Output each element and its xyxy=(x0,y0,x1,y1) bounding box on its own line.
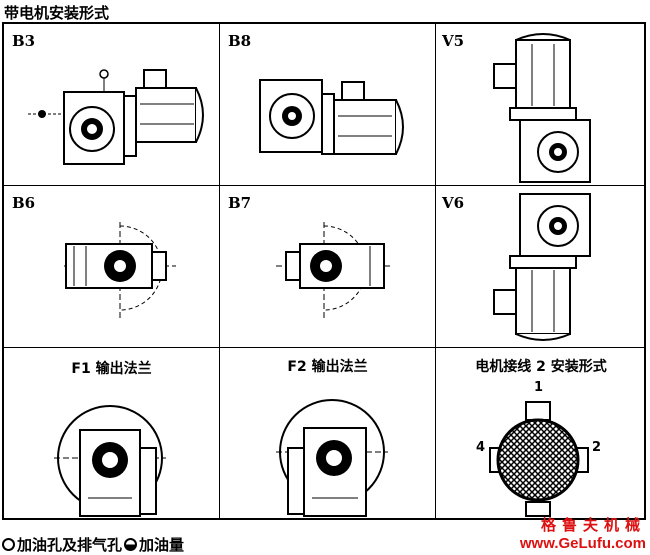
legend-oil-level-text: 加油量 xyxy=(139,536,185,554)
cell-label: F2 输出法兰 xyxy=(287,359,368,375)
gearmotor-v6-drawing xyxy=(493,193,591,341)
cell-label: V5 xyxy=(442,32,465,50)
grid-divider xyxy=(4,185,644,186)
gearmotor-v5-drawing xyxy=(493,33,591,183)
position-2-label: 2 xyxy=(592,440,602,455)
cell-b7: B7 xyxy=(220,186,435,347)
motor-end-view-drawing xyxy=(489,401,589,517)
cell-wiring-positions: 电机接线 2 安装形式 1 2 3 4 xyxy=(436,348,646,520)
gearmotor-b8-drawing xyxy=(259,79,404,155)
cell-label: B8 xyxy=(228,32,252,50)
cell-label: B6 xyxy=(12,194,36,212)
cell-label: B3 xyxy=(12,32,36,50)
cell-b8: B8 xyxy=(220,24,435,185)
legend: 加油孔及排气孔 加油量 xyxy=(2,534,184,555)
grid-divider xyxy=(4,347,644,348)
cell-f2: F2 输出法兰 xyxy=(220,348,435,520)
cell-label: V6 xyxy=(442,194,465,212)
cell-label: B7 xyxy=(228,194,252,212)
grid-divider xyxy=(435,24,436,518)
oil-level-icon xyxy=(124,538,138,551)
gearmotor-f1-drawing xyxy=(54,405,166,517)
page-title: 带电机安装形式 xyxy=(4,4,110,22)
position-4-label: 4 xyxy=(476,440,486,455)
legend-oil-fill-text: 加油孔及排气孔 xyxy=(17,536,123,554)
mounting-grid: B3 B8 xyxy=(2,22,646,520)
gearmotor-b7-drawing xyxy=(276,222,390,320)
cell-b6: B6 xyxy=(4,186,219,347)
oil-fill-hole-icon xyxy=(2,538,15,551)
cell-v6: V6 xyxy=(436,186,646,347)
gearmotor-b6-drawing xyxy=(64,222,176,320)
watermark: 格鲁夫机械 www.GeLufu.com xyxy=(520,514,646,552)
cell-v5: V5 xyxy=(436,24,646,185)
watermark-url: www.GeLufu.com xyxy=(519,535,646,552)
cell-label: F1 输出法兰 xyxy=(71,361,152,377)
cell-b3: B3 xyxy=(4,24,219,185)
watermark-text: 格鲁夫机械 xyxy=(540,516,646,534)
gearmotor-f2-drawing xyxy=(276,399,388,517)
grid-divider xyxy=(219,24,220,518)
cell-label: 电机接线 2 安装形式 xyxy=(475,359,607,375)
gearmotor-b3-drawing xyxy=(28,69,204,165)
position-1-label: 1 xyxy=(534,380,544,395)
cell-f1: F1 输出法兰 xyxy=(4,348,219,520)
